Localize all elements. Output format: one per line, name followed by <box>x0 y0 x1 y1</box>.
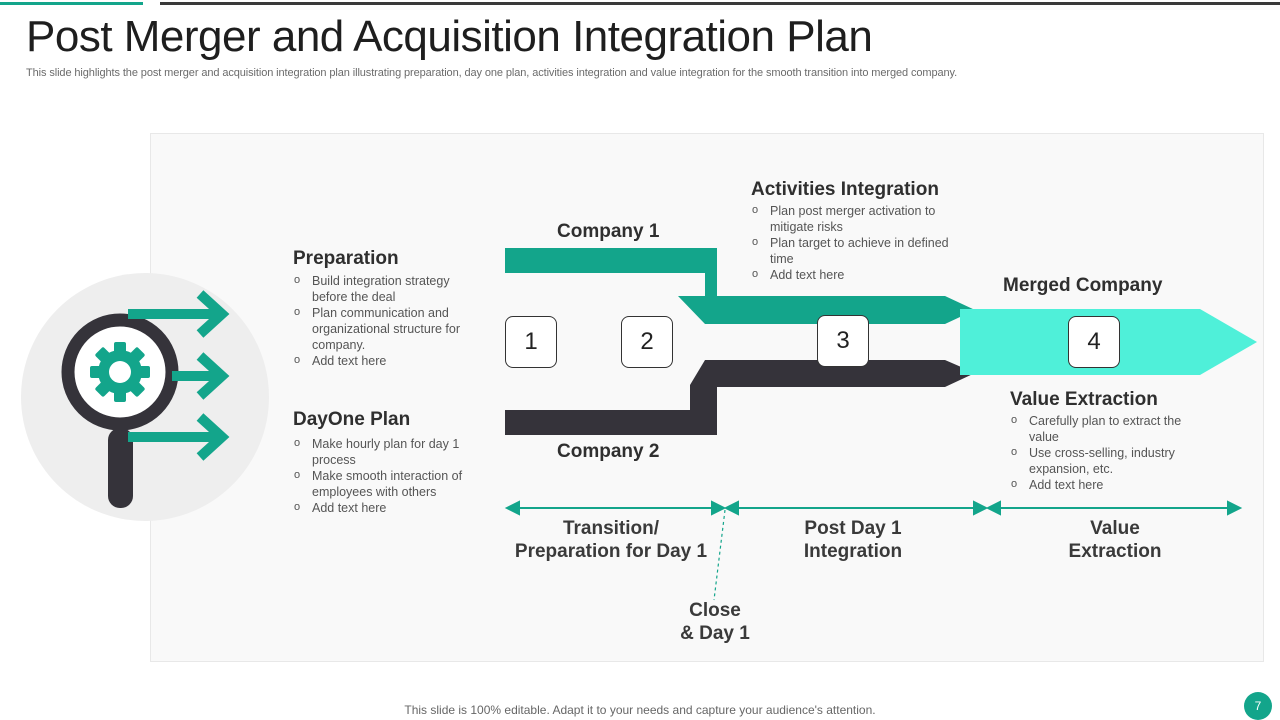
list-item: Build integration strategy before the de… <box>293 272 478 305</box>
company2-flow-band <box>505 360 975 435</box>
close-day1-label: Close & Day 1 <box>655 599 775 645</box>
activities-list: Plan post merger activation to mitigate … <box>751 202 951 283</box>
step-box-1: 1 <box>505 316 557 368</box>
dayone-heading: DayOne Plan <box>293 409 411 430</box>
list-item: Add text here <box>1010 476 1195 493</box>
activities-heading: Activities Integration <box>751 179 939 200</box>
company2-label: Company 2 <box>557 441 660 462</box>
slide-title: Post Merger and Acquisition Integration … <box>26 12 873 61</box>
phase-line: Preparation for Day 1 <box>514 541 708 562</box>
company1-label: Company 1 <box>557 221 660 242</box>
dayone-list: Make hourly plan for day 1 process Make … <box>293 435 478 516</box>
preparation-heading: Preparation <box>293 248 399 269</box>
phase-line: Transition/ <box>562 518 660 539</box>
value-extraction-list: Carefully plan to extract the value Use … <box>1010 412 1195 493</box>
gear-icon <box>90 342 150 402</box>
phase-line: Close <box>689 600 741 621</box>
list-item: Make hourly plan for day 1 process <box>293 435 478 468</box>
step-box-3: 3 <box>817 315 869 367</box>
list-item: Plan target to achieve in defined time <box>751 234 951 267</box>
top-accent-bar-dark <box>160 2 1280 5</box>
list-item: Add text here <box>751 266 951 283</box>
arrow-right-icon <box>128 290 230 461</box>
phase-line: Post Day 1 <box>804 518 902 539</box>
list-item: Make smooth interaction of employees wit… <box>293 467 478 500</box>
phase-line: Value <box>1090 518 1140 539</box>
list-item: Use cross-selling, industry expansion, e… <box>1010 444 1195 477</box>
top-accent-bar-teal <box>0 2 143 5</box>
list-item: Carefully plan to extract the value <box>1010 412 1195 445</box>
step-box-4: 4 <box>1068 316 1120 368</box>
phase-transition-label: Transition/ Preparation for Day 1 <box>505 517 717 563</box>
slide-subtitle: This slide highlights the post merger an… <box>26 67 958 79</box>
phase-value-extraction-label: Value Extraction <box>1015 517 1215 563</box>
page-number-badge: 7 <box>1244 692 1272 720</box>
preparation-list: Build integration strategy before the de… <box>293 272 478 369</box>
list-item: Add text here <box>293 352 478 369</box>
value-extraction-heading: Value Extraction <box>1010 389 1158 410</box>
phase-line: Extraction <box>1068 541 1162 562</box>
phase-line: & Day 1 <box>680 623 750 644</box>
timeline-arrows <box>504 500 1243 516</box>
list-item: Plan communication and organizational st… <box>293 304 478 353</box>
phase-post-day1-label: Post Day 1 Integration <box>753 517 953 563</box>
phase-line: Integration <box>803 541 903 562</box>
footer-note: This slide is 100% editable. Adapt it to… <box>404 703 876 717</box>
step-box-2: 2 <box>621 316 673 368</box>
merged-company-label: Merged Company <box>1003 275 1163 296</box>
list-item: Plan post merger activation to mitigate … <box>751 202 951 235</box>
list-item: Add text here <box>293 499 478 516</box>
company1-flow-band <box>505 248 975 324</box>
